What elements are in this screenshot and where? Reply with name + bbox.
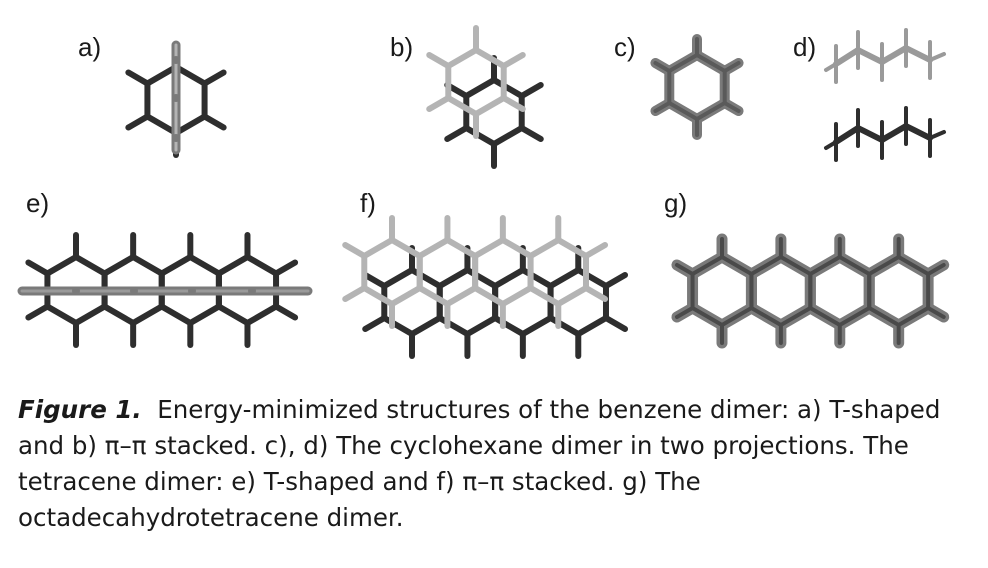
figure-caption: Figure 1. Energy-minimized structures of… [18,392,978,536]
panel-label-f: f) [360,188,376,218]
caption-text: Energy-minimized structures of the benze… [18,395,941,532]
panel-label-b: b) [390,32,414,62]
panel-label-a: a) [78,32,102,62]
panel-label-c: c) [614,32,636,62]
figure-label: Figure 1. [18,395,142,424]
panel-label-e: e) [26,188,50,218]
panel-label-d: d) [793,32,817,62]
panel-label-g: g) [664,188,688,218]
